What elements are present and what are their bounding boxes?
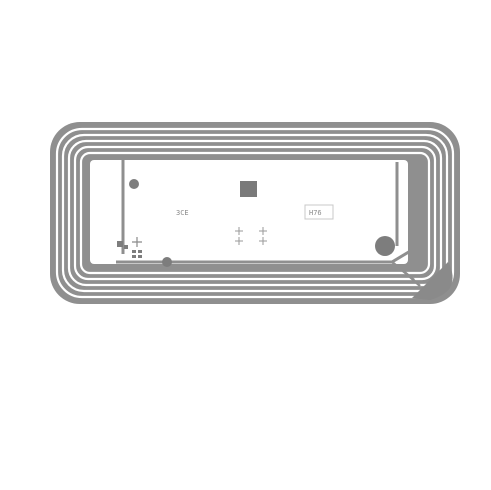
plus-marks-center — [235, 227, 267, 245]
antenna-coil — [50, 122, 460, 304]
pad-bottom-left — [162, 257, 172, 267]
diagonal-trace-2 — [397, 265, 421, 287]
coil-gap-5 — [79, 151, 431, 275]
chip-die — [240, 181, 257, 197]
pad-top-left — [129, 179, 139, 189]
coil-gap-2 — [61, 133, 449, 293]
inlay-board — [90, 160, 408, 264]
smd-component-4 — [138, 250, 142, 253]
smd-component-2 — [124, 245, 128, 249]
silk-text-right: H76 — [309, 209, 322, 217]
coil-gap-3 — [67, 139, 443, 287]
coil-corner-terminal — [412, 262, 453, 300]
smd-component-3 — [132, 250, 136, 253]
coil-gap-4 — [73, 145, 437, 281]
coil-gap-1 — [55, 127, 455, 299]
smd-component-1 — [117, 241, 123, 247]
internal-traces — [116, 156, 421, 287]
pad-right-large — [375, 236, 395, 256]
components — [117, 179, 395, 267]
smd-component-5 — [132, 255, 136, 258]
plus-mark-left — [132, 237, 142, 247]
smd-component-6 — [138, 255, 142, 258]
silk-text-left: 3CE — [176, 209, 189, 217]
right-label-box — [304, 204, 334, 220]
